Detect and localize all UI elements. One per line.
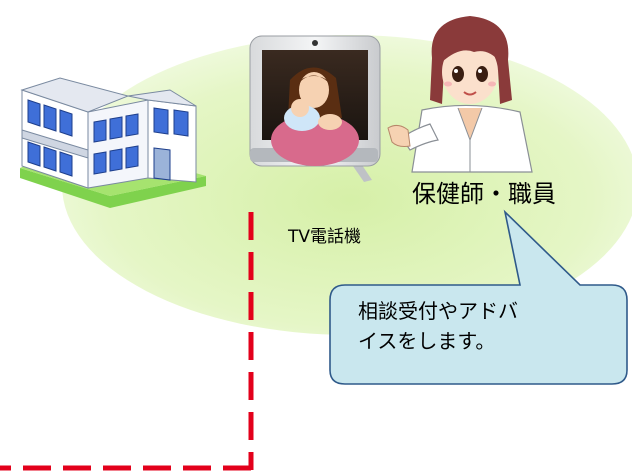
tv-phone-label: TV電話機 — [288, 227, 362, 247]
building-illustration — [20, 77, 206, 208]
tv-phone-device — [249, 35, 381, 182]
speech-bubble-line-1: 相談受付やアドバ — [358, 299, 518, 323]
staff-label: 保健師・職員 — [412, 180, 556, 208]
speech-bubble-line-2: イスをします。 — [358, 329, 496, 353]
connection-dashed-line — [0, 212, 254, 471]
health-nurse-illustration — [387, 16, 533, 173]
speech-bubble — [329, 209, 628, 385]
speech-bubble-text: 相談受付やアドバ イスをします。 — [358, 296, 598, 356]
